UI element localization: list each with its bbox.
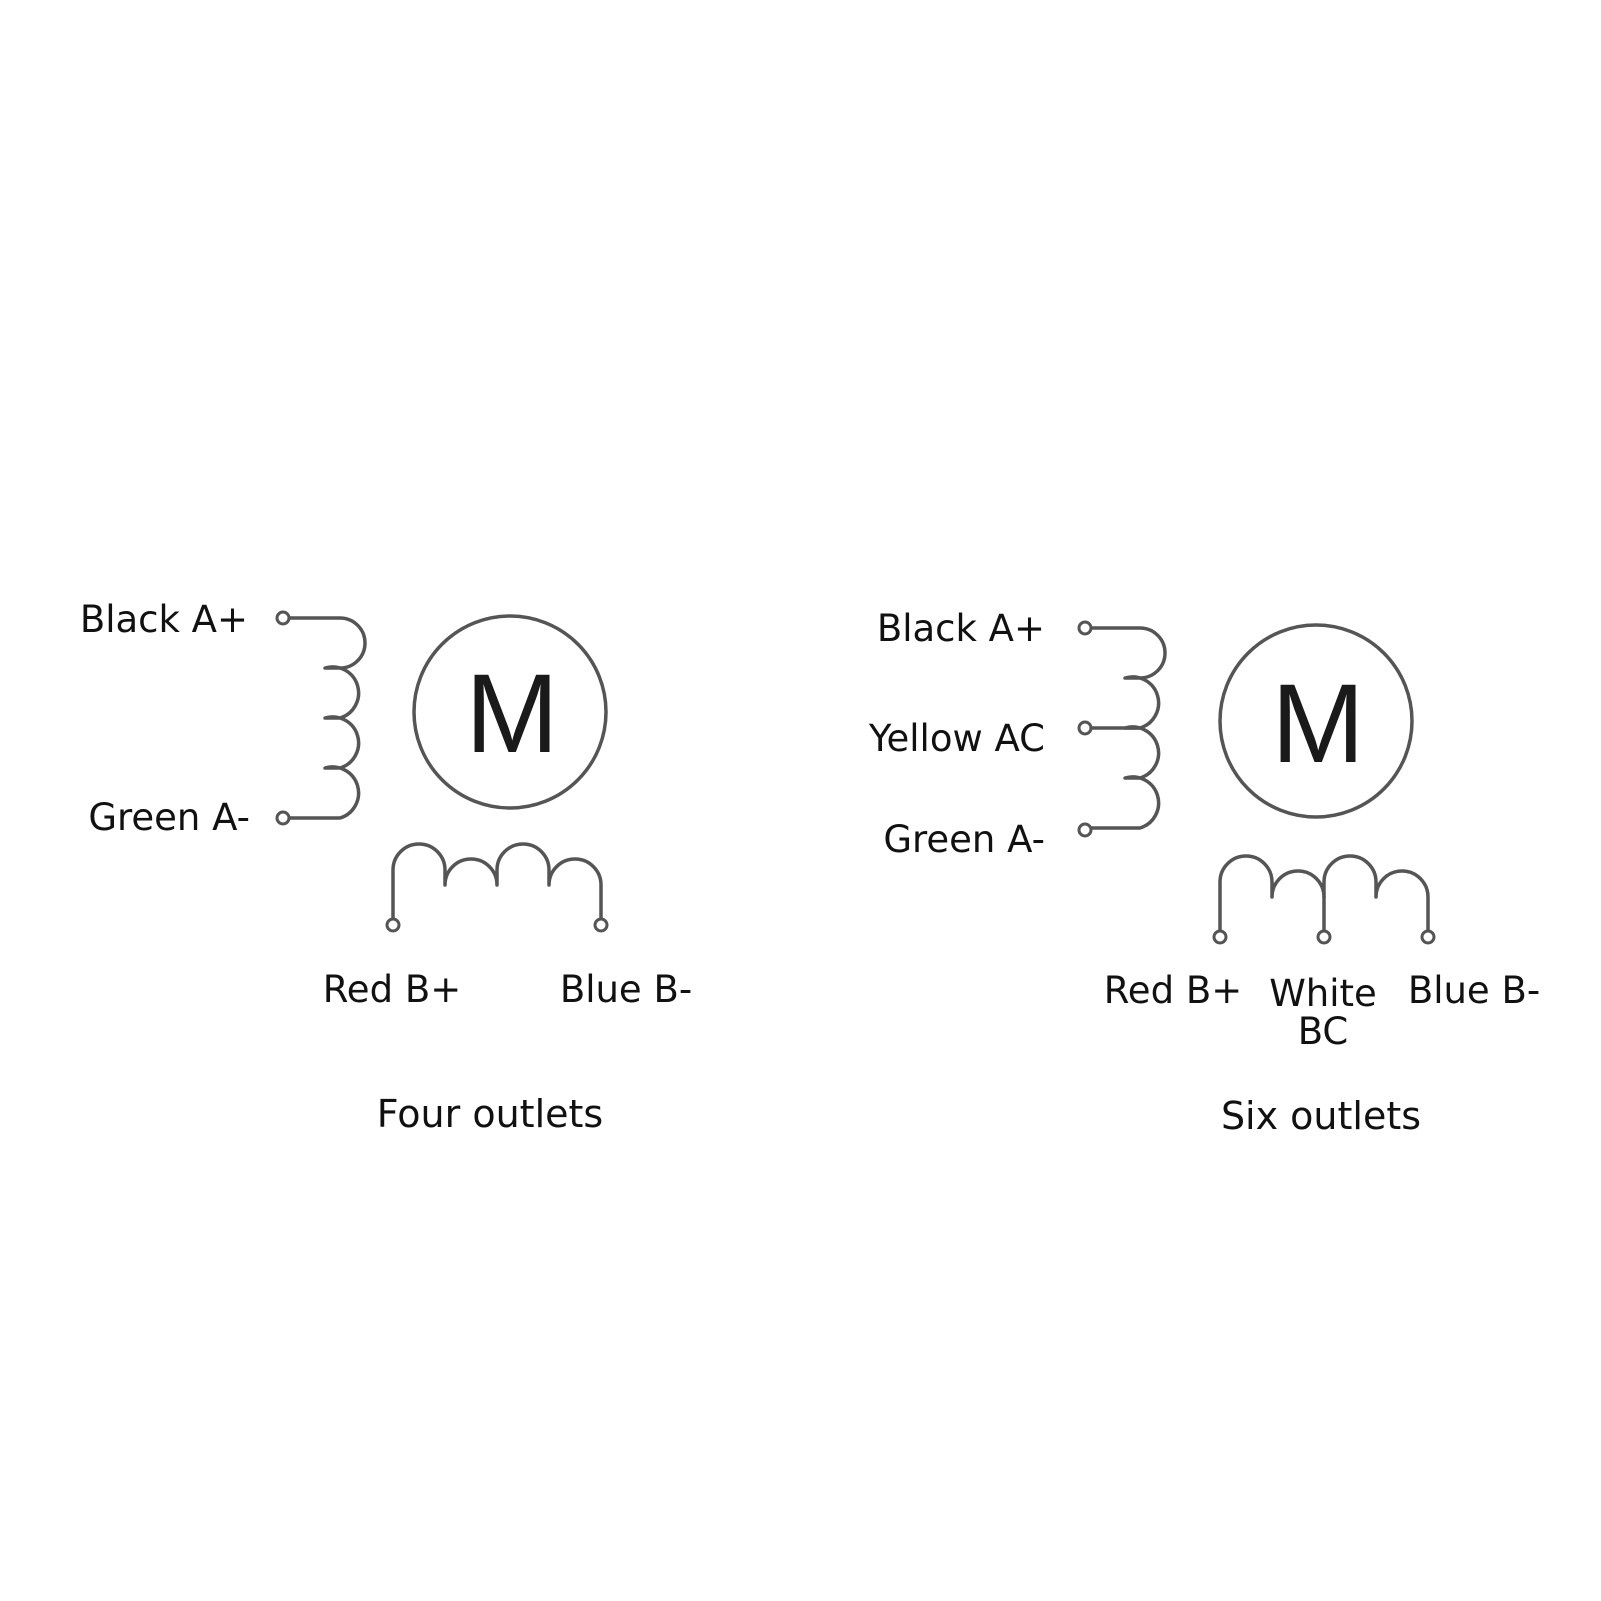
label-black: Black A+ xyxy=(80,598,248,641)
motor-label: M xyxy=(1271,661,1364,786)
label-red: Red B+ xyxy=(1104,969,1242,1012)
motor-circle xyxy=(1218,623,1414,819)
label-white-line1: White xyxy=(1269,972,1377,1015)
terminal-blue xyxy=(593,917,609,933)
winding-b-coil xyxy=(391,842,603,924)
terminal-yellow xyxy=(1077,720,1093,736)
label-blue: Blue B- xyxy=(560,968,692,1011)
label-green: Green A- xyxy=(88,796,250,839)
caption-six-outlets: Six outlets xyxy=(1221,1094,1421,1138)
motor-circle xyxy=(412,614,608,810)
label-green: Green A- xyxy=(883,818,1045,861)
winding-a-coil xyxy=(281,616,367,820)
terminal-black xyxy=(1077,620,1093,636)
caption-four-outlets: Four outlets xyxy=(377,1092,603,1136)
terminal-red xyxy=(1212,929,1228,945)
terminal-green xyxy=(275,810,291,826)
label-white-line2: BC xyxy=(1298,1010,1349,1053)
winding-b-coil xyxy=(1218,854,1430,937)
terminal-green xyxy=(1077,822,1093,838)
label-black: Black A+ xyxy=(877,607,1045,650)
label-yellow: Yellow AC xyxy=(868,717,1045,760)
terminal-white xyxy=(1316,929,1332,945)
label-blue: Blue B- xyxy=(1408,969,1540,1012)
label-red: Red B+ xyxy=(323,968,461,1011)
terminal-red xyxy=(385,917,401,933)
motor-label: M xyxy=(465,651,558,776)
terminal-black xyxy=(275,610,291,626)
terminal-blue xyxy=(1420,929,1436,945)
six-outlet-diagram: M Black A+ Yellow AC Green A- Red B+ Whi… xyxy=(868,607,1540,1138)
four-outlet-diagram: M Black A+ Green A- Red B+ Blue B- Four … xyxy=(80,598,692,1136)
